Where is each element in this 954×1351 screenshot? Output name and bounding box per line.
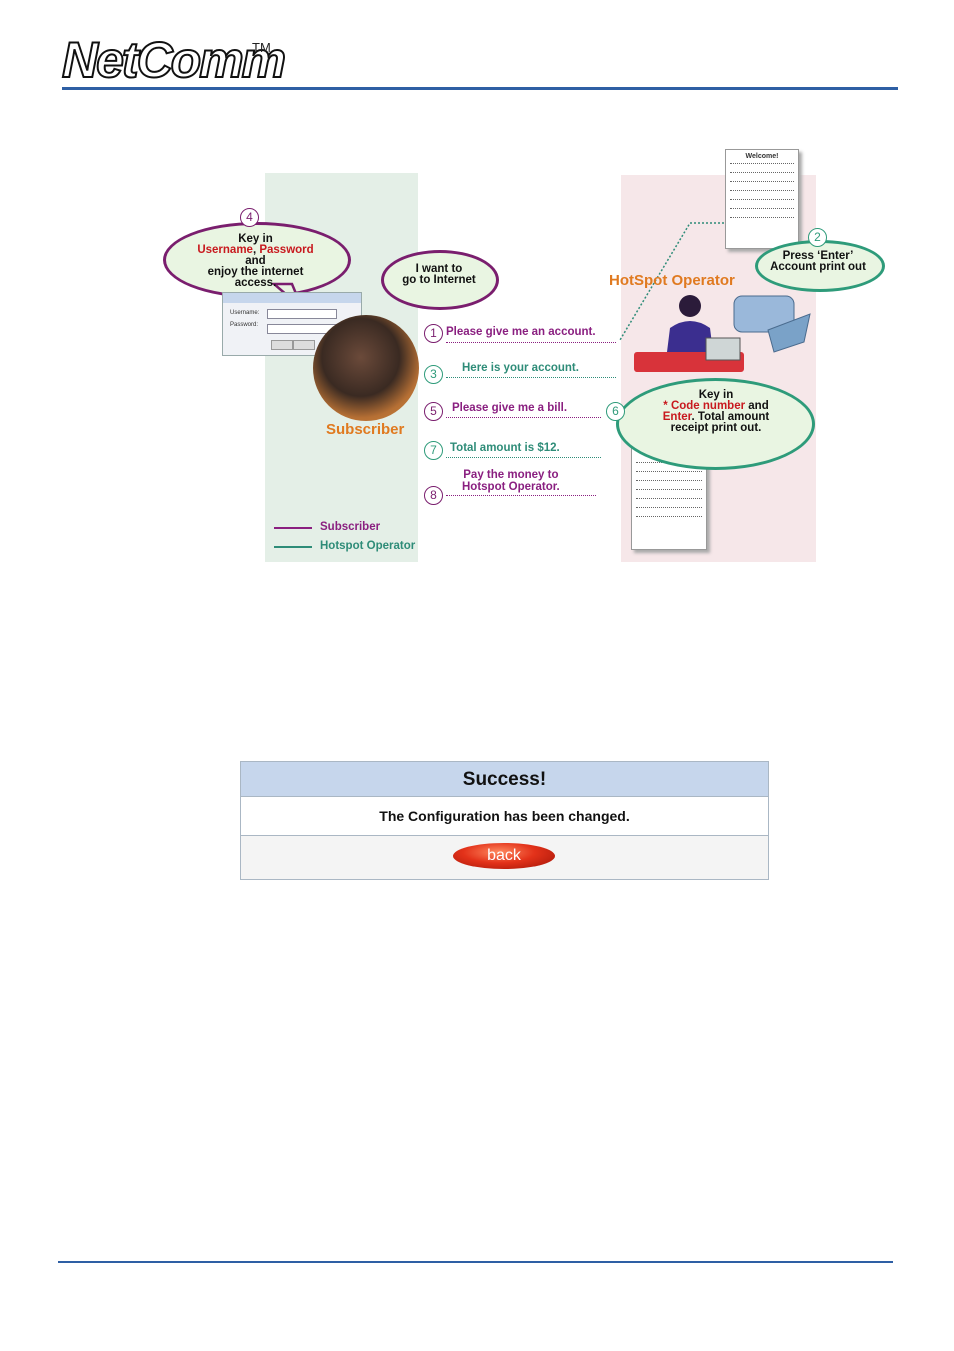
legend-operator-line xyxy=(274,546,312,548)
operator-label: HotSpot Operator xyxy=(609,272,735,289)
success-panel: Success! The Configuration has been chan… xyxy=(240,761,769,880)
login-window-thumbnail: Username: Password: xyxy=(222,292,362,356)
want-internet-bubble xyxy=(381,250,499,310)
account-receipt: Welcome! xyxy=(725,149,799,249)
step-number-8: 8 xyxy=(424,486,443,505)
legend-subscriber-line xyxy=(274,527,312,529)
step-number-4: 4 xyxy=(240,208,259,227)
operator-illustration xyxy=(634,295,811,372)
subscriber-photo xyxy=(313,315,419,421)
legend-operator-label: Hotspot Operator xyxy=(320,540,416,552)
step-8-arrow xyxy=(446,495,596,496)
step-3-arrow xyxy=(446,377,616,378)
trademark-mark: TM xyxy=(252,40,271,55)
hotspot-flow-diagram: Welcome! Welcome! Key in Username, Passw… xyxy=(0,0,954,600)
key-in-code-bubble xyxy=(616,378,815,470)
step-3-text: Here is your account. xyxy=(462,362,579,374)
subscriber-label: Subscriber xyxy=(326,421,405,438)
key-in-text: Key in Username, Password and enjoy the … xyxy=(197,233,314,289)
step-number-3: 3 xyxy=(424,365,443,384)
want-internet-text: I want to go to Internet xyxy=(402,263,476,286)
step-7-arrow xyxy=(446,457,601,458)
step-number-1: 1 xyxy=(424,324,443,343)
press-enter-text: Press ‘Enter’ Account print out xyxy=(770,250,866,273)
back-button[interactable]: back xyxy=(453,843,555,869)
step-number-6: 6 xyxy=(606,402,625,421)
step-1-text: Please give me an account. xyxy=(446,326,596,338)
step-5-text: Please give me a bill. xyxy=(452,402,568,414)
step-1-arrow xyxy=(446,342,616,343)
success-title: Success! xyxy=(241,762,768,797)
receipt-title: Welcome! xyxy=(745,153,779,160)
login-password-label: Password: xyxy=(230,322,259,328)
step-number-5: 5 xyxy=(424,402,443,421)
back-row: back xyxy=(241,836,768,879)
step-number-7: 7 xyxy=(424,441,443,460)
header-rule xyxy=(62,87,898,90)
key-in-bubble xyxy=(163,222,351,298)
login-username-label: Username: xyxy=(230,310,260,316)
operator-link-line xyxy=(619,222,724,341)
step-5-arrow xyxy=(446,417,601,418)
key-in-code-text: Key in * Code number and Enter. Total am… xyxy=(662,389,770,434)
step-number-2: 2 xyxy=(808,228,827,247)
step-8-text: Pay the money to Hotspot Operator. xyxy=(462,469,560,493)
step-7-text: Total amount is $12. xyxy=(450,442,560,454)
netcomm-logo: NetComm xyxy=(61,32,287,88)
success-message: The Configuration has been changed. xyxy=(241,797,768,836)
legend-subscriber-label: Subscriber xyxy=(320,521,381,533)
footer-rule xyxy=(58,1261,893,1263)
